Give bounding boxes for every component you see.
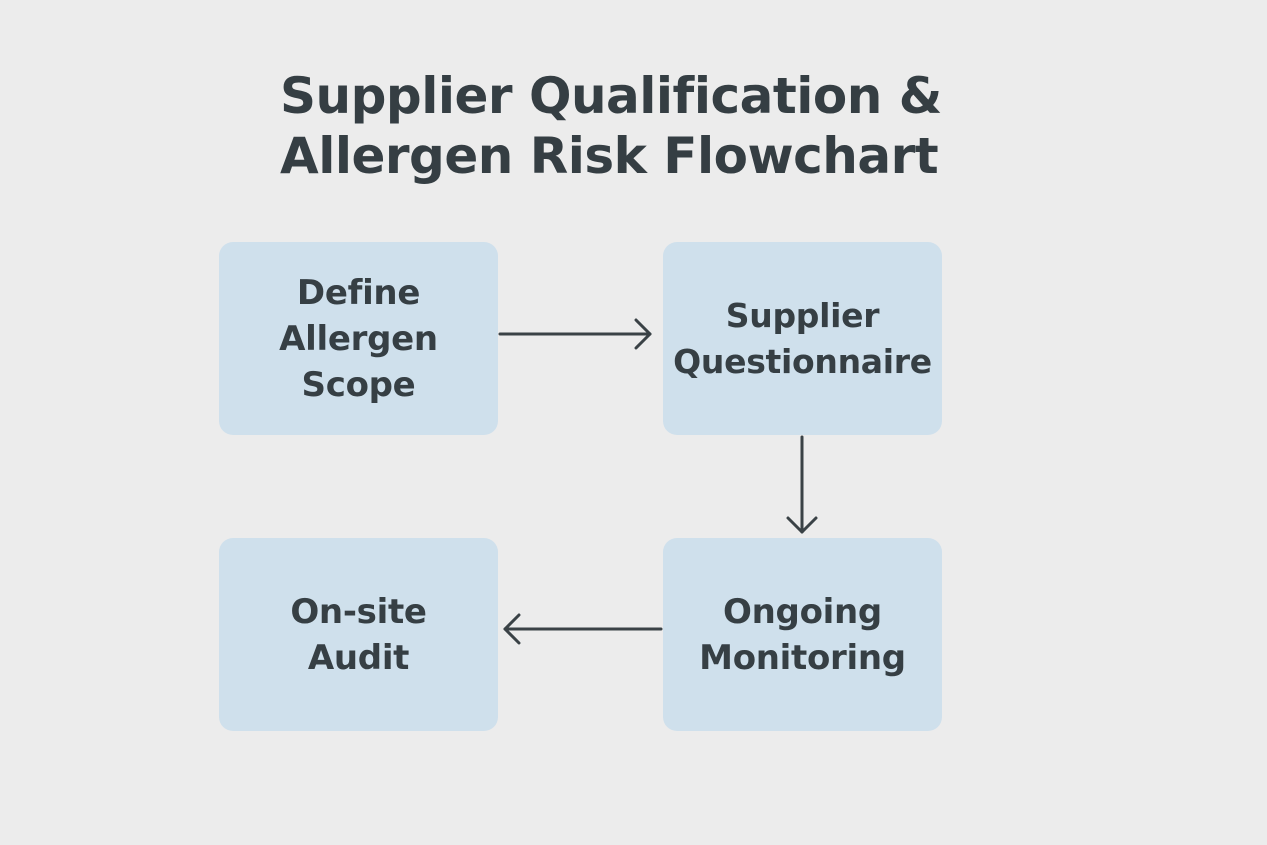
node-label-line: Define bbox=[296, 272, 421, 313]
node-label-line: Allergen bbox=[279, 318, 438, 359]
node-label-line: Ongoing bbox=[723, 591, 882, 632]
arrow-scope-to-questionnaire bbox=[498, 318, 652, 350]
node-label-line: Audit bbox=[307, 637, 410, 678]
node-supplier-questionnaire[interactable]: Supplier Questionnaire bbox=[663, 242, 942, 435]
title-line-2: Allergen Risk Flowchart bbox=[280, 127, 939, 185]
arrow-monitoring-to-audit bbox=[503, 613, 663, 645]
node-label-line: Scope bbox=[301, 364, 416, 405]
node-label-line: Supplier bbox=[725, 295, 880, 335]
node-on-site-audit[interactable]: On-site Audit bbox=[219, 538, 498, 731]
node-label-line: On-site bbox=[290, 591, 427, 632]
title-line-1: Supplier Qualification & bbox=[280, 67, 942, 125]
arrow-questionnaire-to-monitoring bbox=[786, 435, 818, 534]
node-label-line: Monitoring bbox=[699, 637, 906, 678]
node-label-line: Questionnaire bbox=[673, 341, 932, 381]
diagram-title: Supplier Qualification & Allergen Risk F… bbox=[280, 66, 980, 186]
node-ongoing-monitoring[interactable]: Ongoing Monitoring bbox=[663, 538, 942, 731]
node-define-allergen-scope[interactable]: Define Allergen Scope bbox=[219, 242, 498, 435]
